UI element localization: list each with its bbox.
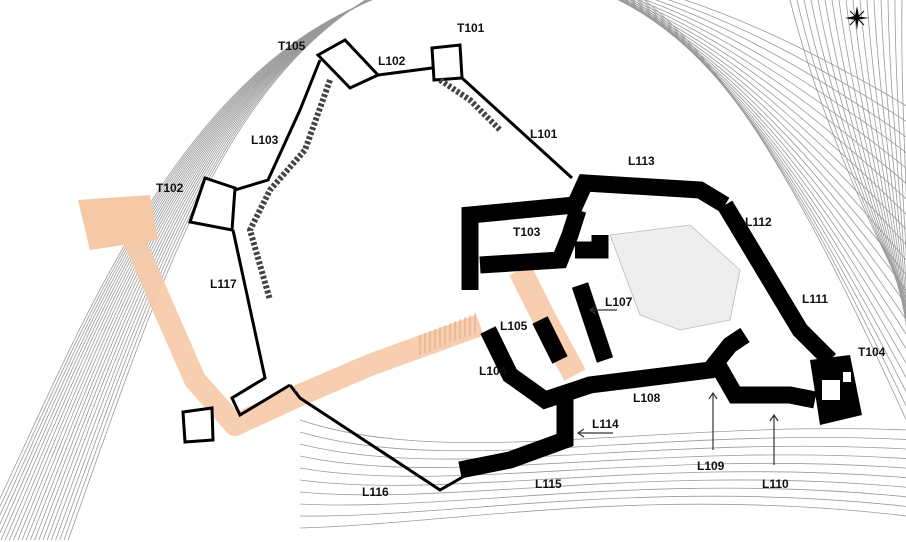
label-l117: L117	[210, 277, 237, 291]
label-t101: T101	[457, 21, 485, 35]
contour-line	[873, 0, 906, 320]
access-path-overlay	[78, 195, 586, 436]
contour-line	[25, 0, 906, 541]
leader-arrows	[576, 305, 779, 465]
contour-line	[299, 503, 906, 529]
contour-line	[887, 0, 906, 292]
label-l101: L101	[530, 127, 558, 141]
contour-line	[299, 471, 906, 486]
label-l105: L105	[500, 319, 528, 333]
label-l107: L107	[605, 295, 633, 309]
contour-line	[894, 0, 906, 260]
locus-labels: T101 T105 L102 L103 L101 L113 T102 L112 …	[156, 21, 886, 499]
label-t104: T104	[858, 345, 886, 359]
label-l112: L112	[745, 215, 772, 229]
contour-line	[880, 0, 906, 310]
outer-walls	[181, 38, 574, 492]
label-l110: L110	[762, 477, 789, 491]
contour-line	[299, 495, 906, 517]
compass-star-icon	[845, 6, 869, 30]
citadel-walls	[458, 174, 862, 479]
label-l104: L104	[479, 364, 507, 378]
interior-hatched-area	[609, 224, 741, 331]
label-l108: L108	[633, 391, 661, 405]
label-l111: L111	[802, 292, 828, 306]
label-l116: L116	[362, 485, 389, 499]
contour-line	[34, 0, 906, 541]
label-t103: T103	[513, 225, 541, 239]
contour-line	[845, 0, 906, 326]
contour-line	[299, 443, 906, 460]
contour-line	[299, 431, 906, 452]
contour-line	[30, 0, 906, 541]
contour-line	[17, 0, 906, 541]
contour-line	[21, 0, 906, 541]
contour-line	[901, 0, 906, 199]
label-l114: L114	[592, 417, 619, 431]
contour-line	[13, 0, 906, 541]
contour-line	[63, 0, 906, 541]
label-t102: T102	[156, 181, 184, 195]
label-l102: L102	[378, 54, 406, 68]
contour-line	[299, 454, 906, 468]
label-l115: L115	[535, 477, 562, 491]
label-l103: L103	[251, 133, 279, 147]
label-l113: L113	[628, 154, 655, 168]
contour-line	[299, 462, 906, 477]
contour-line	[859, 0, 906, 327]
contour-line	[42, 0, 906, 541]
contour-line	[67, 0, 906, 541]
contour-line	[299, 479, 906, 496]
contour-line	[46, 0, 906, 541]
label-t105: T105	[278, 39, 306, 53]
contour-line	[299, 487, 906, 506]
contour-line	[38, 0, 906, 541]
contour-line	[831, 0, 906, 320]
label-l109: L109	[697, 459, 725, 473]
